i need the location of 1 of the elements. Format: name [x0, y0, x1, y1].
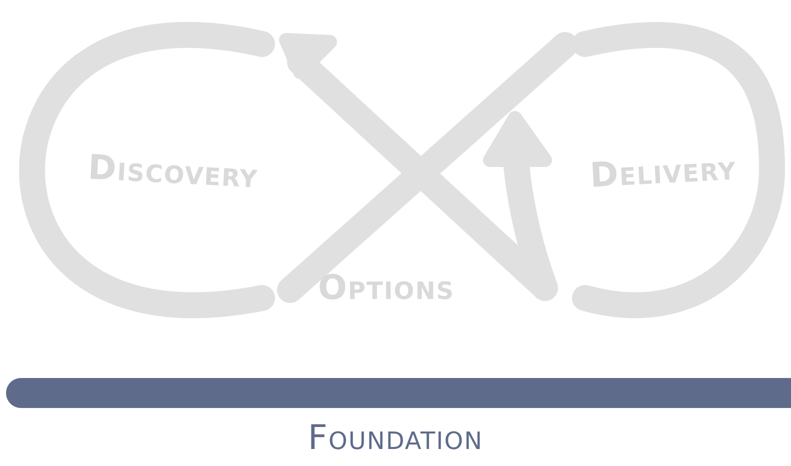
foundation-label: Foundation	[306, 418, 484, 458]
